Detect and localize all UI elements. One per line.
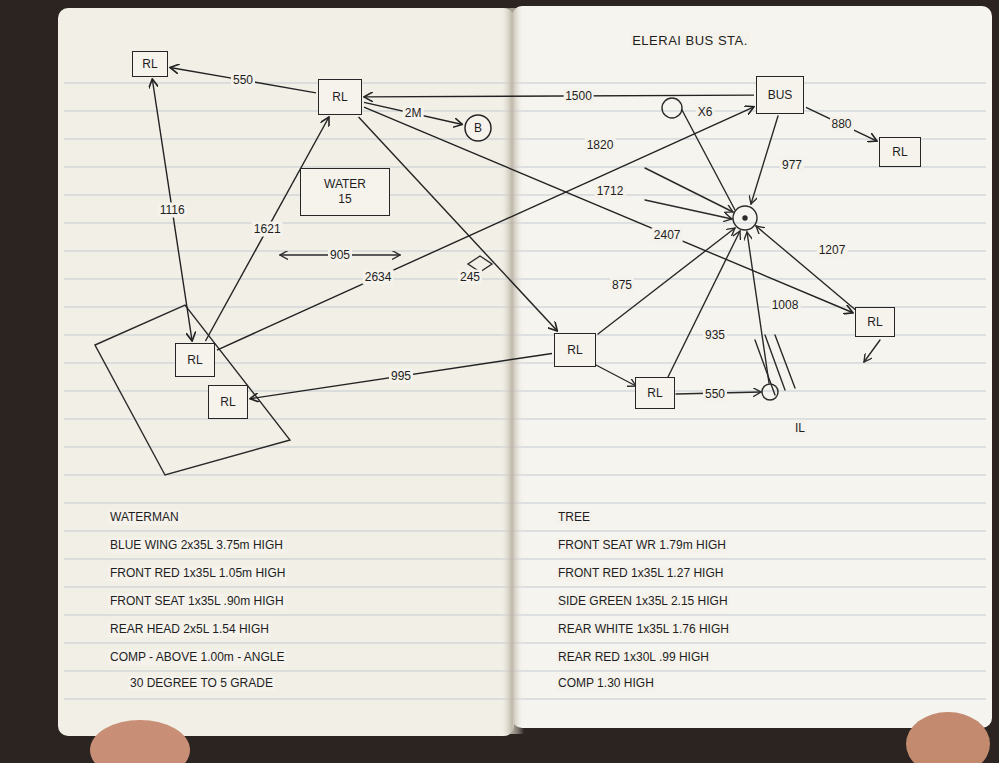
hatch-line — [775, 335, 795, 388]
node-label: RL — [567, 343, 582, 358]
node-label: RL — [187, 353, 202, 368]
measure-line — [596, 365, 636, 386]
note-line: FRONT RED 1x35L 1.27 HIGH — [556, 566, 725, 581]
note-line: COMP - ABOVE 1.00m - ANGLE — [108, 650, 287, 665]
measure-line — [668, 231, 740, 377]
measure-arrow — [170, 67, 316, 92]
measure-arrow — [364, 95, 754, 97]
direction-arrow — [864, 340, 880, 362]
vehicle-box: RL — [132, 51, 168, 77]
note-line: FRONT SEAT WR 1.79m HIGH — [556, 538, 728, 553]
marker-circle: B — [464, 114, 492, 142]
book-spine — [500, 8, 524, 734]
vehicle-box: RL — [879, 137, 921, 167]
measure-arrow — [250, 353, 552, 398]
note-line: TREE — [556, 510, 592, 525]
measure-line — [682, 110, 735, 210]
note-line: FRONT RED 1x35L 1.05m HIGH — [108, 566, 287, 581]
distance-label: 1820 — [585, 138, 616, 153]
vehicle-box: RL — [175, 343, 215, 377]
vehicle-box: WATER15 — [300, 168, 390, 216]
distance-label: 550 — [231, 73, 255, 88]
distance-label: 880 — [829, 117, 853, 132]
point-dot — [743, 216, 747, 220]
vehicle-box: RL — [855, 307, 895, 337]
measure-arrow — [152, 79, 192, 341]
node-label: RL — [647, 386, 662, 401]
measure-arrow — [359, 117, 558, 331]
distance-label: 1500 — [563, 88, 594, 103]
page-heading: ELERAI BUS STA. — [630, 33, 750, 48]
distance-label: X6 — [696, 105, 715, 120]
circle-outline — [465, 115, 491, 141]
note-line: WATERMAN — [108, 510, 181, 525]
distance-label: 1116 — [158, 203, 187, 218]
point-circle — [733, 206, 757, 230]
note-line: COMP 1.30 HIGH — [556, 676, 656, 691]
distance-label: IL — [793, 421, 807, 436]
distance-label: 1008 — [770, 298, 801, 313]
note-line: SIDE GREEN 1x35L 2.15 HIGH — [556, 594, 730, 609]
vehicle-box: RL — [318, 79, 362, 115]
vehicle-box: BUS — [756, 76, 804, 114]
measure-line — [645, 168, 733, 212]
note-line: BLUE WING 2x35L 3.75m HIGH — [108, 538, 285, 553]
distance-label: 995 — [389, 369, 413, 384]
node-label: RL — [332, 90, 347, 105]
node-label: WATER — [324, 177, 366, 192]
distance-label: 2M — [403, 106, 424, 121]
distance-label: 1621 — [252, 222, 283, 237]
node-label: B — [474, 121, 482, 136]
distance-label: 905 — [328, 248, 352, 263]
measure-arrow — [364, 107, 853, 313]
vehicle-box: RL — [635, 377, 675, 409]
note-line: REAR HEAD 2x5L 1.54 HIGH — [108, 622, 271, 637]
vehicle-box: RL — [208, 385, 248, 419]
page-rulings — [64, 58, 986, 722]
note-line: FRONT SEAT 1x35L .90m HIGH — [108, 594, 286, 609]
measure-arrow — [364, 102, 462, 124]
note-line: 30 DEGREE TO 5 GRADE — [128, 676, 275, 691]
connector-group — [152, 67, 877, 398]
hatch-line — [755, 340, 775, 395]
node-label: RL — [142, 57, 157, 72]
distance-label: 875 — [610, 278, 634, 293]
note-line: REAR RED 1x30L .99 HIGH — [556, 650, 711, 665]
distance-label: 2407 — [652, 227, 683, 242]
distance-label: 1712 — [595, 184, 626, 199]
distance-label: 550 — [703, 387, 727, 402]
left-thumb — [90, 720, 190, 763]
distance-label: 245 — [458, 270, 482, 285]
vehicle-outline — [95, 305, 290, 475]
sketch-lines — [95, 98, 880, 475]
measure-line — [645, 200, 732, 219]
distance-label: 2634 — [363, 270, 394, 285]
measure-arrow — [217, 107, 754, 350]
ref-circle — [762, 384, 778, 400]
node-label: RL — [867, 315, 882, 330]
distance-label: 977 — [780, 158, 804, 173]
measure-line — [598, 228, 735, 334]
node-label: 15 — [338, 192, 351, 207]
node-label: BUS — [768, 88, 793, 103]
measure-line — [747, 232, 769, 383]
measure-arrow — [806, 107, 877, 141]
measure-line — [756, 226, 858, 312]
distance-label: 935 — [703, 328, 727, 343]
vehicle-box: RL — [554, 333, 596, 367]
node-label: RL — [892, 145, 907, 160]
measure-arrow — [205, 117, 328, 341]
ref-circle — [662, 98, 682, 118]
measure-line — [751, 116, 778, 204]
distance-label: 1207 — [817, 243, 848, 258]
right-thumb — [906, 712, 990, 763]
note-line: REAR WHITE 1x35L 1.76 HIGH — [556, 622, 731, 637]
node-label: RL — [220, 395, 235, 410]
hatch-line — [765, 335, 785, 390]
